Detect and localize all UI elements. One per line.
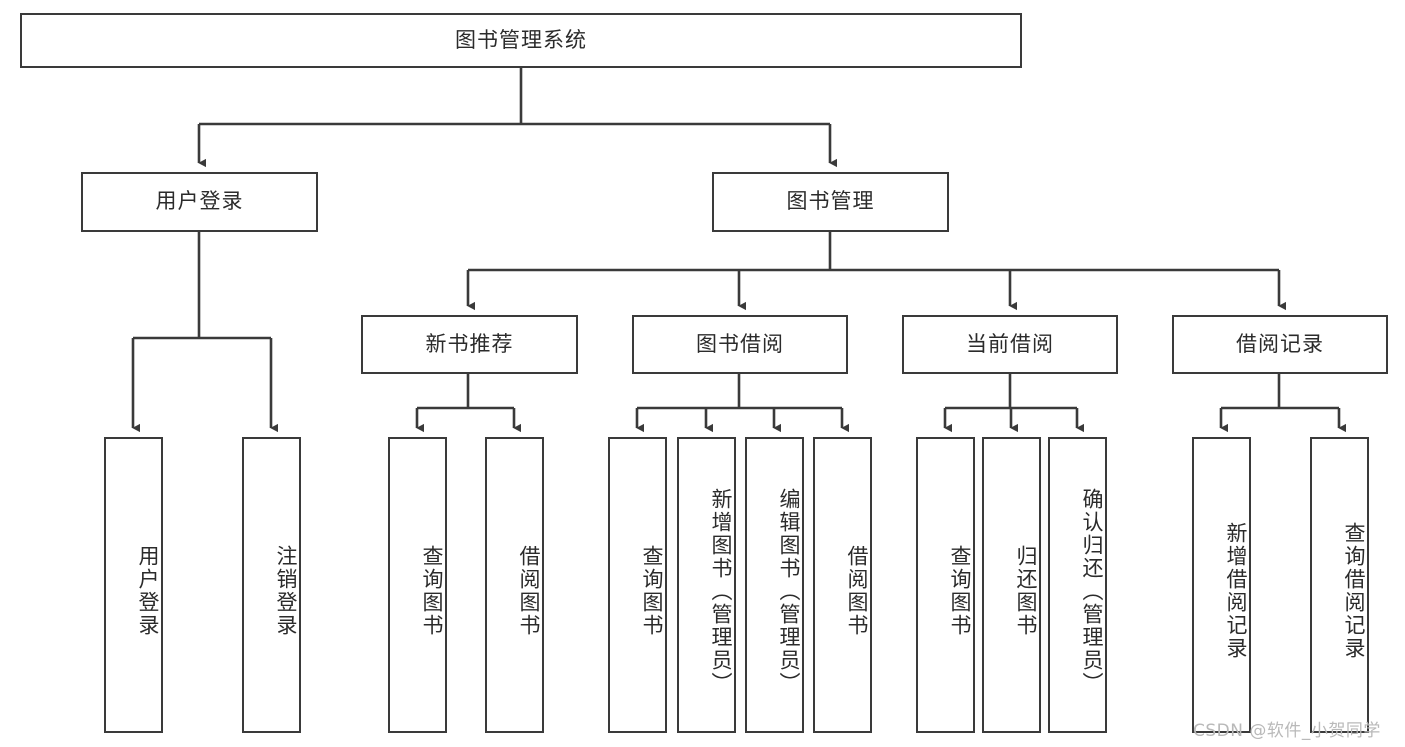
node-label: 编辑图书（管理员）: [777, 487, 801, 695]
node-label: 确认归还（管理员）: [1080, 487, 1104, 695]
node-new-book-recommend[interactable]: 新书推荐: [361, 315, 578, 374]
leaf-user-login-logout[interactable]: 注销登录: [242, 437, 301, 733]
leaf-book-borrow-edit[interactable]: 编辑图书（管理员）: [745, 437, 804, 733]
csdn-watermark: CSDN @软件_小贺同学: [1193, 721, 1381, 741]
node-label: 借阅图书: [845, 545, 869, 637]
leaf-current-borrow-confirm-return[interactable]: 确认归还（管理员）: [1048, 437, 1107, 733]
node-label: 查询图书: [948, 545, 972, 637]
node-label: 当前借阅: [966, 331, 1054, 356]
leaf-book-borrow-borrow[interactable]: 借阅图书: [813, 437, 872, 733]
node-label: 借阅记录: [1236, 331, 1324, 356]
node-label: 新书推荐: [425, 331, 514, 356]
node-label: 查询图书: [640, 545, 664, 637]
node-label: 图书管理系统: [455, 27, 587, 52]
node-book-management[interactable]: 图书管理: [712, 172, 949, 232]
node-label: 图书管理: [786, 189, 875, 214]
leaf-book-borrow-add[interactable]: 新增图书（管理员）: [677, 437, 736, 733]
node-label: 注销登录: [274, 545, 298, 637]
node-label: 归还图书: [1014, 545, 1038, 637]
leaf-current-borrow-return[interactable]: 归还图书: [982, 437, 1041, 733]
leaf-borrow-record-add[interactable]: 新增借阅记录: [1192, 437, 1251, 733]
leaf-book-borrow-query[interactable]: 查询图书: [608, 437, 667, 733]
node-current-borrow[interactable]: 当前借阅: [902, 315, 1118, 374]
node-label: 新增图书（管理员）: [709, 487, 733, 695]
leaf-borrow-record-query[interactable]: 查询借阅记录: [1310, 437, 1369, 733]
node-borrow-record[interactable]: 借阅记录: [1172, 315, 1388, 374]
node-user-login[interactable]: 用户登录: [81, 172, 318, 232]
node-label: 借阅图书: [517, 545, 541, 637]
leaf-current-borrow-query[interactable]: 查询图书: [916, 437, 975, 733]
leaf-user-login-login[interactable]: 用户登录: [104, 437, 163, 733]
node-label: 用户登录: [155, 189, 244, 214]
leaf-new-book-borrow[interactable]: 借阅图书: [485, 437, 544, 733]
leaf-new-book-query[interactable]: 查询图书: [388, 437, 447, 733]
node-label: 新增借阅记录: [1224, 522, 1248, 660]
node-label: 查询借阅记录: [1342, 522, 1366, 660]
node-label: 用户登录: [136, 545, 160, 637]
node-book-borrow[interactable]: 图书借阅: [632, 315, 848, 374]
node-label: 查询图书: [420, 545, 444, 637]
node-label: 图书借阅: [696, 331, 784, 356]
node-root-library-management-system[interactable]: 图书管理系统: [20, 13, 1022, 68]
